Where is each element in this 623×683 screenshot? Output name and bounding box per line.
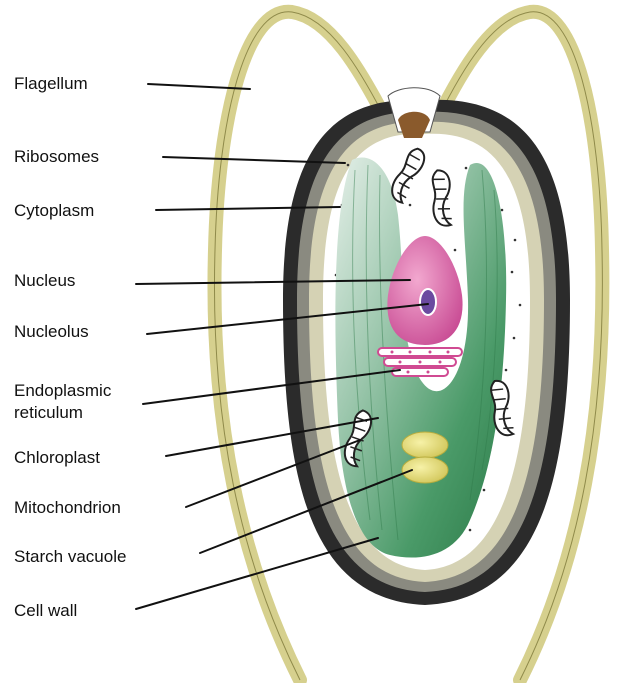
label-mitochondrion: Mitochondrion [14,497,121,518]
label-flagellum: Flagellum [14,73,88,94]
starch-vacuole-bottom [402,457,448,483]
label-starch-vacuole: Starch vacuole [14,546,126,567]
nucleolus [420,289,436,315]
leader-cell-wall [136,538,378,609]
label-chloroplast: Chloroplast [14,447,100,468]
label-endoplasmic: Endoplasmic [14,380,111,401]
label-nucleus: Nucleus [14,270,75,291]
label-cell-wall: Cell wall [14,600,77,621]
label-ribosomes: Ribosomes [14,146,99,167]
label-nucleolus: Nucleolus [14,321,89,342]
starch-vacuole-top [402,432,448,458]
label-reticulum: reticulum [14,402,83,423]
label-cytoplasm: Cytoplasm [14,200,94,221]
